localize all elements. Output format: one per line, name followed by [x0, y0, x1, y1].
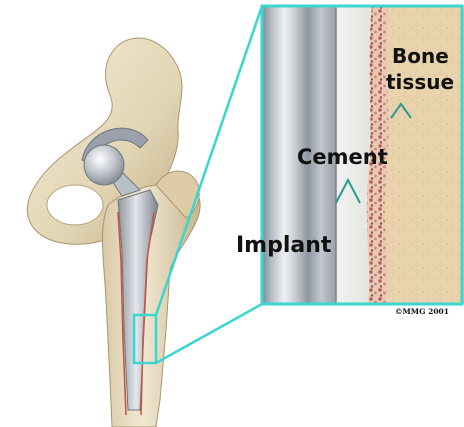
femoral-head-ball: [84, 145, 124, 185]
bone-tissue-label-line2: tissue: [386, 70, 454, 94]
cement-label: Cement: [297, 145, 388, 169]
callout-connector-bottom: [156, 304, 262, 363]
implant-label: Implant: [236, 233, 331, 258]
copyright-notice: ©MMG 2001: [395, 307, 449, 316]
obturator-foramen: [47, 185, 103, 225]
bone-tissue-label-line1: Bone: [392, 44, 449, 68]
